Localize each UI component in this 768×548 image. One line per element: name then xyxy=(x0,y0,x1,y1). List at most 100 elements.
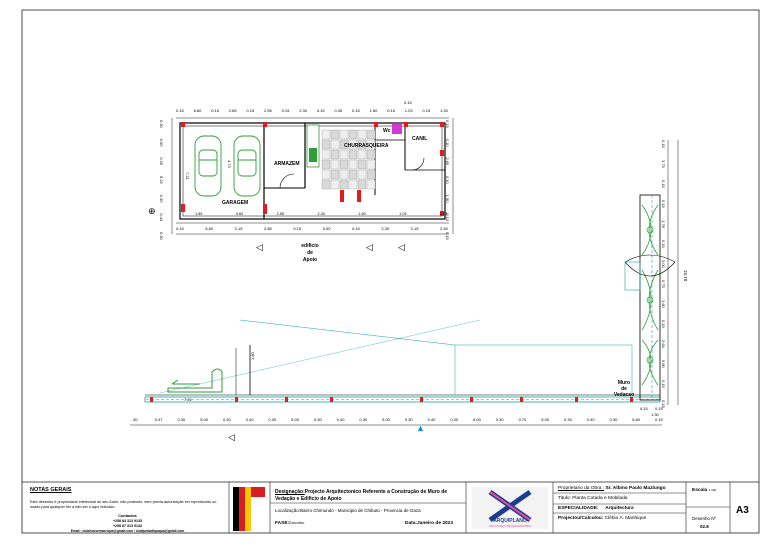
dimension-label: 0.15 xyxy=(661,180,666,189)
dimension-label: 0.44 xyxy=(159,213,164,222)
dimension-label: 0.30 xyxy=(268,417,277,422)
dimension-label: 0.30 xyxy=(359,417,368,422)
fence-right-wall xyxy=(639,194,661,401)
dimension-label: 2.55 xyxy=(264,108,273,113)
car-1 xyxy=(194,135,222,197)
dimension-label: 0.15 xyxy=(211,108,220,113)
floor-tile xyxy=(366,139,376,150)
floor-tile xyxy=(321,169,331,180)
contacts-title: Contactos xyxy=(118,514,137,518)
dimension-label: 1.60 xyxy=(358,212,365,216)
floor-tile xyxy=(330,149,340,160)
dimension-label: 2.85 xyxy=(264,226,273,231)
wall-label-line3: Vedacao xyxy=(614,392,634,398)
dimension-label: 0.90 xyxy=(159,139,164,148)
dimension-label: 0.15 xyxy=(352,226,361,231)
floor-tile xyxy=(339,169,349,180)
dimension-label: 0.30 xyxy=(610,417,619,422)
dimension-label: 0.30 xyxy=(223,417,232,422)
localizacao-value: Bairro Chimundo - Municipio de Chibuto -… xyxy=(300,508,421,513)
dimension-label: 3.00 xyxy=(661,260,666,269)
floor-tile xyxy=(348,179,358,190)
floor-tile xyxy=(321,179,331,190)
logo-subtext: SOLUCOES DE ENGENHARIA xyxy=(489,524,531,528)
dimension-label: 5.00 xyxy=(200,417,209,422)
fence-column-marks xyxy=(150,397,633,402)
dimension-label: 6.60 xyxy=(205,226,214,231)
dimension-label: 0.40 xyxy=(428,417,437,422)
dim-text-right: 0.150.102.650.101.500.100.15 xyxy=(445,120,450,241)
floor-tile xyxy=(357,179,367,190)
room-label-armazem: ARMAZEM xyxy=(274,161,300,167)
dimension-label: 1.60 xyxy=(370,108,379,113)
sink xyxy=(309,148,317,162)
building-label-line1: edificio xyxy=(301,243,319,249)
fase-value: Executivo xyxy=(289,521,305,525)
section-marker-1-icon: ◁ xyxy=(256,242,263,252)
phone-2: +258 87 313 9133 xyxy=(112,524,143,528)
dimension-label: 0.60 xyxy=(236,212,243,216)
dimension-label: 5.00 xyxy=(541,417,550,422)
floor-tile xyxy=(321,139,331,150)
designacao-label: Designação: xyxy=(275,489,305,495)
dimension-label: 0.60 xyxy=(661,360,666,369)
desenho-label: Desenho Nº xyxy=(692,516,717,521)
data-value: Janeiro de 2023 xyxy=(417,521,453,526)
floor-tile xyxy=(348,149,358,160)
churrasqueira-floor-tiles xyxy=(321,129,376,190)
column-marks xyxy=(181,122,444,216)
fence-corner: 0.15 xyxy=(655,406,664,411)
floor-tile xyxy=(357,159,367,170)
building-label-line3: Apoio xyxy=(303,257,317,263)
dimension-label: 3.75 xyxy=(661,160,666,169)
entry-arrow-icon xyxy=(167,368,223,393)
sheet-size: A3 xyxy=(736,505,749,516)
dimension-label: 0.15 xyxy=(661,140,666,149)
dimension-label: 0.70 xyxy=(519,417,528,422)
dimension-label: 1.03 xyxy=(405,108,414,113)
dimension-label: 2.30 xyxy=(299,108,308,113)
section-marker-left-icon: ⊕ xyxy=(148,206,156,216)
dimension-label: 6.60 xyxy=(194,108,203,113)
flag-stripe-yellow xyxy=(245,487,251,531)
dimension-label: 2.55 xyxy=(277,212,284,216)
dimension-label: 6.60 xyxy=(632,417,641,422)
dim-top-extra: 0.15 xyxy=(404,100,413,105)
fence-dim-721: 7.21 xyxy=(184,397,193,402)
notes-body: Este desenho é propriedade intelectual d… xyxy=(30,500,217,509)
dimension-label: 0.30 xyxy=(405,417,414,422)
dimension-label: 2.85 xyxy=(229,108,238,113)
floor-tile xyxy=(366,149,376,160)
localizacao: Localização:Bairro Chimundo - Municipio … xyxy=(275,508,465,513)
dimension-label: 0.30 xyxy=(314,417,323,422)
dimension-label: 0.75 xyxy=(661,280,666,289)
dimension-label: 0.15 xyxy=(661,240,666,249)
dimension-label: 1.33 xyxy=(440,108,449,113)
fase-label: FASE: xyxy=(275,521,290,526)
dimension-label: 0.10 xyxy=(445,176,450,185)
floor-tile xyxy=(357,169,367,180)
logo-text: ARQUIPLANO xyxy=(493,518,527,524)
dimension-label: 0.10 xyxy=(445,139,450,148)
proprietario-label: Proprietario da Obra : xyxy=(558,486,605,491)
projectou-value: Clébio A. Manhique xyxy=(604,516,647,521)
dimension-label: 6.00 xyxy=(473,417,482,422)
fence-column xyxy=(575,397,578,402)
floor-tile xyxy=(339,139,349,150)
escala: Escala 1:100 xyxy=(692,488,716,493)
especialidade: ESPECIALIDADE: Arquitectura xyxy=(558,506,634,511)
building-label-line2: de xyxy=(307,250,313,256)
dimension-label: 0.15 xyxy=(661,400,666,409)
fence-column xyxy=(420,397,423,402)
dimension-label: 0.15 xyxy=(176,226,185,231)
dimension-label: 2.30 xyxy=(318,212,325,216)
dimension-label: 0.30 xyxy=(496,417,505,422)
floor-tile xyxy=(339,179,349,190)
dimension-label: 0.30 xyxy=(450,417,459,422)
floor-tile xyxy=(357,139,367,150)
dimension-label: 0.15 xyxy=(176,108,185,113)
